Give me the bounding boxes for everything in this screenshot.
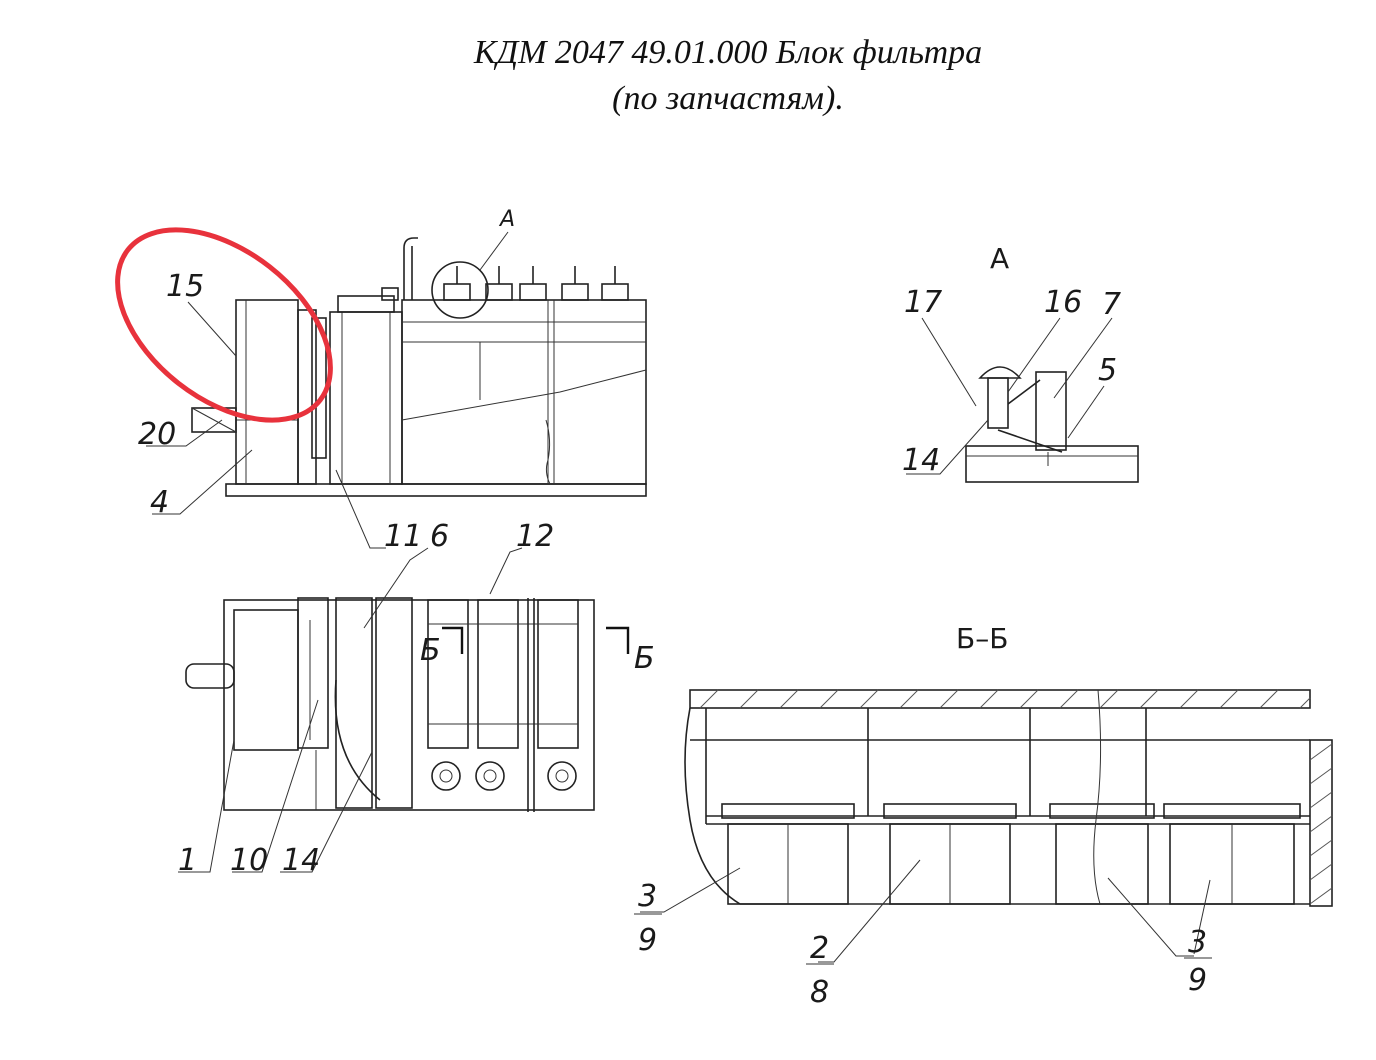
callout-10: 10 — [230, 843, 268, 878]
highlight-ellipse — [115, 227, 333, 423]
callout-20: 20 — [138, 417, 176, 452]
base-plate — [225, 483, 647, 497]
callout-7: 7 — [1102, 287, 1121, 322]
detail-a-plate — [965, 445, 1139, 483]
valve-cap — [978, 366, 1022, 379]
valve-body — [1035, 371, 1067, 451]
inlet-pipe-plan — [185, 663, 235, 689]
callout-15: 15 — [166, 269, 204, 304]
duct-curve — [334, 679, 381, 801]
callout-14-plan: 14 — [282, 843, 320, 878]
section-bb-title: Б–Б — [956, 622, 1008, 655]
callout-3-left: 3 — [638, 879, 657, 914]
callout-16: 16 — [1044, 285, 1082, 320]
side-view: А — [191, 207, 647, 497]
plan-view: Б Б — [185, 597, 655, 812]
callout-1: 1 — [178, 843, 197, 878]
lid-hatching — [699, 689, 1311, 709]
drive-gears — [431, 761, 577, 791]
callout-labels: 15 20 4 11 6 12 1 10 14 17 16 7 5 14 3 9… — [138, 269, 1207, 1010]
title-line-1: КДМ 2047 49.01.000 Блок фильтра — [473, 34, 983, 71]
callout-14-detail: 14 — [902, 443, 940, 478]
section-wall — [1309, 739, 1333, 907]
section-lid — [689, 689, 1311, 709]
callout-11: 11 — [384, 519, 422, 554]
fan-housing-plan — [233, 609, 299, 751]
callout-6: 6 — [430, 519, 449, 554]
detail-a-title: А — [990, 242, 1009, 275]
callout-3-right: 3 — [1188, 925, 1207, 960]
callout-4: 4 — [150, 485, 169, 520]
callout-9-left: 9 — [638, 923, 657, 958]
top-valves — [381, 266, 629, 301]
filter-box — [401, 299, 647, 485]
exhaust-pipe — [403, 237, 418, 300]
plan-outline — [223, 599, 595, 811]
title-line-2: (по запчастям). — [612, 80, 844, 117]
wall-hatching — [1309, 743, 1333, 905]
filter-cells — [427, 599, 579, 749]
cyclone-tank — [329, 311, 403, 485]
detail-a-marker: А — [498, 207, 515, 232]
callout-2: 2 — [810, 931, 829, 966]
detail-a-circle — [431, 261, 489, 319]
leader-lines — [146, 301, 1212, 965]
section-mark-right: Б — [634, 641, 655, 676]
cyclone-plan — [335, 597, 373, 809]
section-bb-view: Б–Б — [684, 622, 1333, 907]
callout-12: 12 — [516, 519, 554, 554]
drawing-title: КДМ 2047 49.01.000 Блок фильтра (по запч… — [0, 30, 1376, 122]
filter-cartridges — [721, 803, 1301, 905]
callout-17: 17 — [904, 285, 942, 320]
callout-8: 8 — [810, 975, 829, 1010]
fan-disc — [297, 309, 317, 485]
section-mark-left: Б — [420, 633, 441, 668]
callout-5: 5 — [1098, 353, 1117, 388]
detail-a-view: А — [965, 242, 1139, 483]
callout-9-right: 9 — [1188, 963, 1207, 998]
